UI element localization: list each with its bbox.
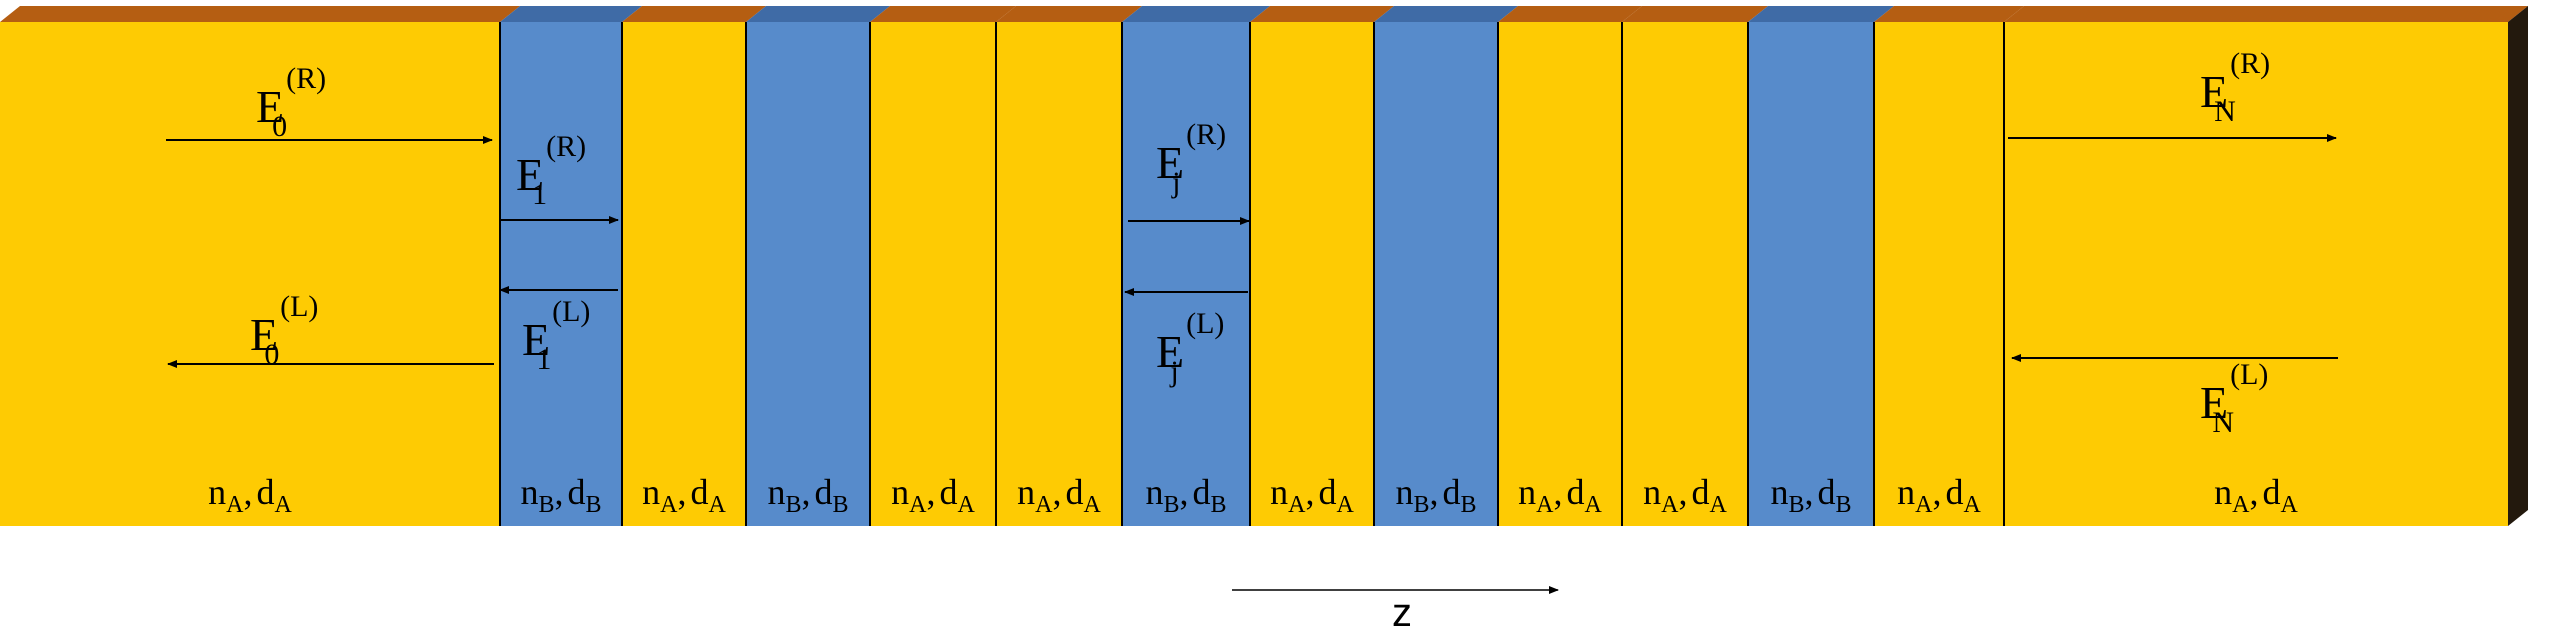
layer-top-face <box>996 6 1142 22</box>
stack-side-face <box>2508 6 2528 526</box>
layer-14-A: nA,dA <box>2003 6 2528 526</box>
layer-3-A: nA,dA <box>621 6 766 526</box>
layer-front-face <box>1374 22 1498 526</box>
layer-top-face <box>746 6 890 22</box>
z-axis: z <box>1232 586 1559 635</box>
layer-front-face <box>500 22 622 526</box>
layer-top-face <box>0 6 520 22</box>
z-axis-label: z <box>1392 591 1412 635</box>
layer-5-A: nA,dA <box>869 6 1016 526</box>
layer-label: nA,dA <box>1017 472 1101 518</box>
layer-label: nA,dA <box>1270 472 1354 518</box>
layer-label: nB,dB <box>1770 472 1851 518</box>
layer-label: nB,dB <box>520 472 601 518</box>
layer-top-face <box>622 6 766 22</box>
layer-front-face <box>0 22 500 526</box>
field-labels: E(R)0 E(L)0 E(R)1 E(L)1 E(R)j E(L)j E(R)… <box>250 47 2270 439</box>
layer-top-face <box>500 6 642 22</box>
label-ENL: E(L)N <box>2200 358 2268 439</box>
layer-front-face <box>1874 22 2004 526</box>
layer-7-B: nB,dB <box>1121 6 1270 526</box>
layer-top-face <box>870 6 1016 22</box>
label-E0R: E(R)0 <box>256 62 326 143</box>
layer-stack: nA,dA nB,dB nA,dA nB,dB nA,dA nA,dA nB,dB nA,dA… <box>0 6 2528 526</box>
layer-label: nA,dA <box>208 472 292 518</box>
layer-front-face <box>996 22 1122 526</box>
layer-top-face <box>1622 6 1768 22</box>
layer-top-face <box>1748 6 1894 22</box>
label-E0L: E(L)0 <box>250 290 318 371</box>
layer-4-B: nB,dB <box>745 6 890 526</box>
layer-13-A: nA,dA <box>1873 6 2024 526</box>
layer-9-B: nB,dB <box>1373 6 1518 526</box>
layer-front-face <box>622 22 746 526</box>
layer-top-face <box>1122 6 1270 22</box>
layer-label: nA,dA <box>2214 472 2298 518</box>
layer-front-face <box>1622 22 1748 526</box>
layer-top-face <box>1874 6 2024 22</box>
layer-top-face <box>1250 6 1394 22</box>
layer-top-face <box>1498 6 1642 22</box>
layer-front-face <box>1122 22 1250 526</box>
label-E1L: E(L)1 <box>522 295 590 376</box>
label-ENR: E(R)N <box>2200 47 2270 128</box>
layer-front-face <box>870 22 996 526</box>
layer-label: nB,dB <box>1395 472 1476 518</box>
layer-front-face <box>1250 22 1374 526</box>
label-E1R: E(R)1 <box>516 130 586 211</box>
layer-10-A: nA,dA <box>1497 6 1642 526</box>
layer-8-A: nA,dA <box>1249 6 1394 526</box>
label-EjL: E(L)j <box>1156 307 1224 388</box>
field-arrows <box>166 134 2338 368</box>
label-EjR: E(R)j <box>1156 118 1226 199</box>
layer-label: nA,dA <box>1643 472 1727 518</box>
layer-front-face <box>1748 22 1874 526</box>
layer-top-face <box>1374 6 1518 22</box>
layer-front-face <box>746 22 870 526</box>
layer-11-A: nA,dA <box>1621 6 1768 526</box>
layer-front-face <box>2004 22 2508 526</box>
layer-6-A: nA,dA <box>995 6 1142 526</box>
layer-label: nB,dB <box>767 472 848 518</box>
layer-label: nA,dA <box>1897 472 1981 518</box>
layer-12-B: nB,dB <box>1747 6 1894 526</box>
layer-1-A: nA,dA <box>0 6 520 526</box>
layer-2-B: nB,dB <box>499 6 642 526</box>
layer-label: nB,dB <box>1145 472 1226 518</box>
layer-label: nA,dA <box>891 472 975 518</box>
layer-top-face <box>2004 6 2528 22</box>
layer-label: nA,dA <box>642 472 726 518</box>
layer-label: nA,dA <box>1518 472 1602 518</box>
layer-front-face <box>1498 22 1622 526</box>
